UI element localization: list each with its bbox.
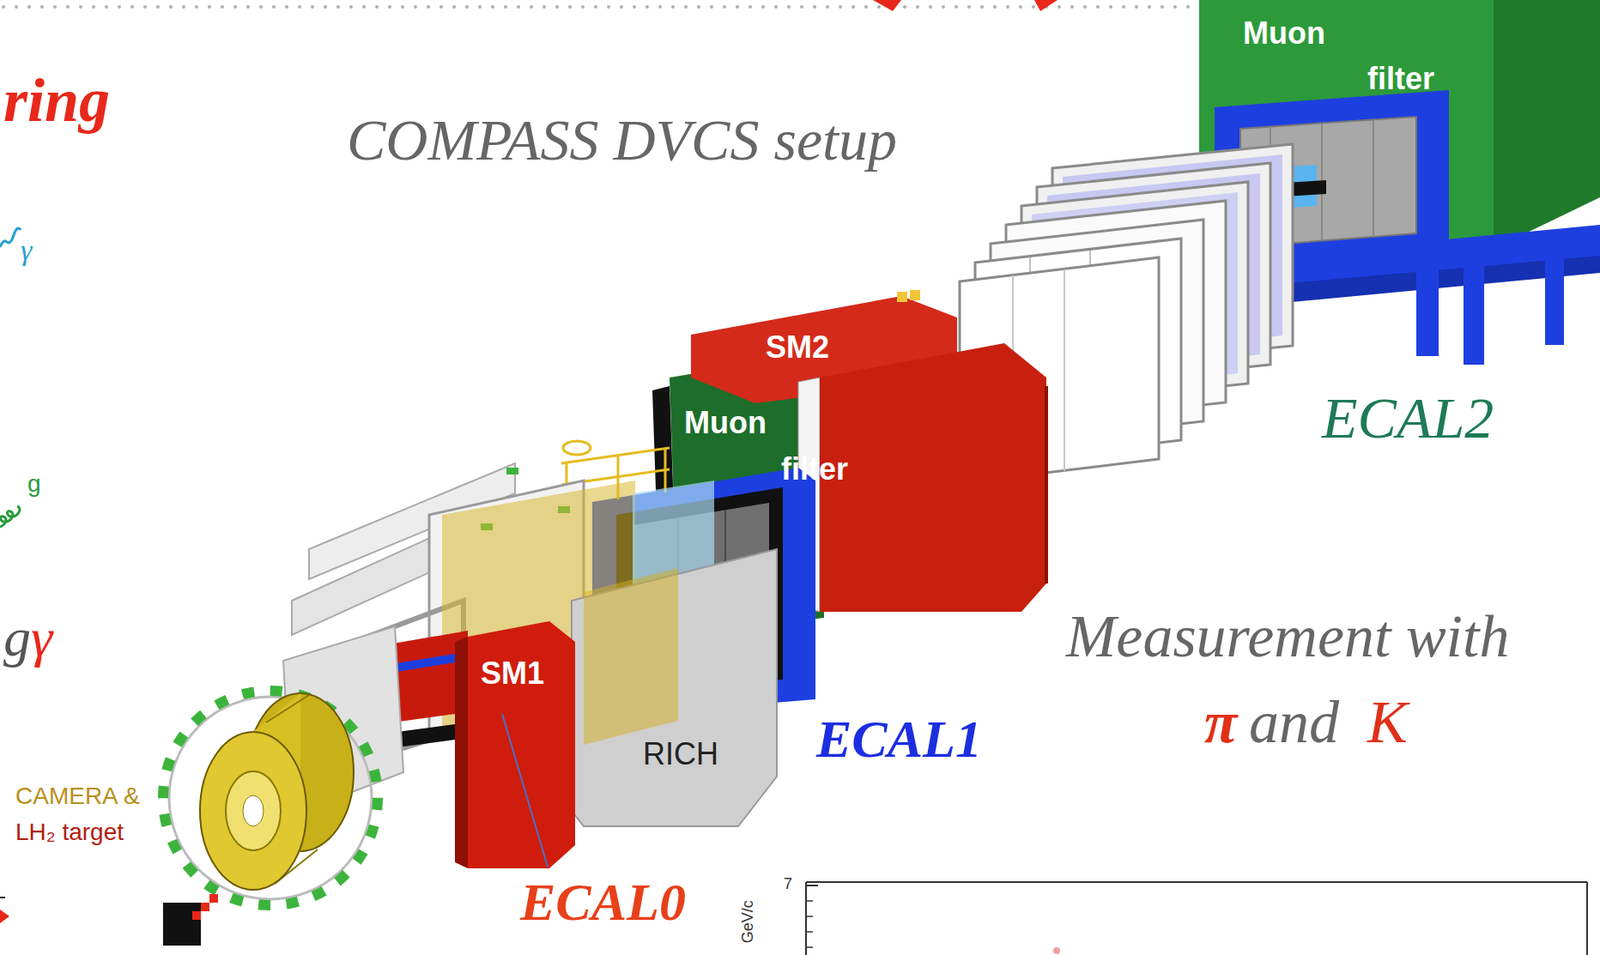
annotation-label: γ — [20, 233, 32, 267]
part-name: Muon filter — [1242, 10, 1445, 102]
label-holder: and — [1248, 688, 1340, 758]
label-holder: LH₂ target — [12, 818, 127, 847]
annotation-label: ECAL2 — [1321, 384, 1494, 452]
stand-leg — [1463, 257, 1485, 365]
stand-leg — [1416, 261, 1439, 357]
yoke-edge — [1044, 386, 1049, 584]
annotation-label: CAMERA & — [12, 782, 143, 811]
label-holder: Muon filter — [684, 400, 850, 493]
detector-label-box: SM1 — [477, 652, 549, 696]
detector-label-box: SM2 — [762, 326, 834, 370]
electronics-card — [506, 467, 519, 475]
muon-filter-side — [1493, 0, 1600, 249]
axis-tick — [806, 946, 813, 949]
label-holder: g — [3, 606, 31, 670]
stand-leg — [1545, 250, 1564, 346]
target-cell — [192, 911, 201, 921]
target-cryostat — [163, 903, 201, 946]
label-holder: π — [1204, 688, 1237, 758]
part-name: SM2 — [765, 329, 831, 365]
axis-tick — [806, 884, 819, 887]
label-holder: K — [1367, 688, 1408, 758]
annotation-label: g — [3, 606, 31, 670]
railing-post — [664, 448, 667, 493]
annotation-label: ECAL0 — [520, 872, 686, 934]
part-name: SM1 — [480, 655, 546, 691]
wire-line — [1063, 269, 1066, 472]
axis-tick — [806, 931, 813, 934]
chart-frame — [1586, 882, 1588, 955]
title-holder: COMPASS DVCS setup — [346, 106, 897, 174]
annotation-label: π — [1204, 688, 1237, 758]
barrel-stripe — [266, 695, 310, 723]
detector-label-box: Muon filter — [1239, 6, 1449, 105]
label-holder: 7 — [783, 875, 793, 894]
sm2-yoke-front — [819, 343, 1047, 613]
rich-vessel — [571, 549, 777, 827]
target-cell — [200, 903, 210, 912]
chart-frame — [806, 881, 1588, 884]
detector-label-box: RICH — [639, 733, 722, 776]
axis-tick — [806, 915, 813, 918]
annotation-label: ring — [3, 65, 110, 137]
annotation-label: LH₂ target — [12, 818, 127, 847]
label-holder: ring — [3, 65, 110, 137]
gluon-coil — [0, 506, 20, 528]
rich-mirror-panel — [583, 568, 679, 746]
annotation-label: and — [1248, 688, 1340, 758]
module-line — [1372, 120, 1375, 237]
camera-readout-ring — [163, 690, 378, 906]
data-point — [1053, 947, 1061, 955]
label-holder: g — [27, 470, 42, 498]
label-holder: GeV/c — [739, 900, 758, 944]
sm1-yoke-edge — [454, 636, 468, 869]
photon-line — [0, 228, 21, 248]
part-name: RICH — [642, 736, 719, 772]
annotation-label: GeV/c — [739, 900, 758, 944]
ecal0-leader-line — [502, 714, 548, 867]
annotation-label: ECAL1 — [816, 709, 982, 770]
annotation-label: K — [1367, 688, 1408, 758]
axis-tick — [806, 900, 813, 903]
connector-box — [909, 290, 921, 301]
annotation-label: γ — [30, 606, 53, 670]
ladder-hoop — [563, 441, 591, 455]
label-holder: ECAL1 — [816, 709, 982, 770]
label-holder: γ — [30, 606, 53, 670]
sm1-yoke-front — [467, 621, 576, 869]
arrow-fragment — [872, 0, 902, 12]
annotation-label: g — [27, 470, 42, 498]
target-cell — [209, 894, 219, 904]
diagram-title: COMPASS DVCS setup — [346, 106, 897, 174]
annotation-label: Measurement with — [1066, 602, 1510, 673]
chart-axis — [805, 882, 807, 955]
label-holder: Measurement with — [1066, 602, 1510, 673]
connector-box — [896, 291, 908, 303]
annotation-label: Muon filter — [684, 400, 850, 493]
arrow-fragment — [1034, 0, 1058, 12]
camera-barrel-front — [200, 732, 307, 891]
line-fragment — [0, 896, 6, 899]
annotation-label: 7 — [783, 875, 793, 894]
label-holder: γ — [20, 233, 32, 267]
beam-hole — [242, 795, 264, 827]
arrow-fragment — [0, 909, 10, 924]
label-holder: CAMERA & — [12, 782, 143, 811]
inner-ring — [225, 771, 281, 851]
label-holder: ECAL0 — [520, 872, 686, 934]
label-holder: ECAL2 — [1321, 384, 1494, 452]
